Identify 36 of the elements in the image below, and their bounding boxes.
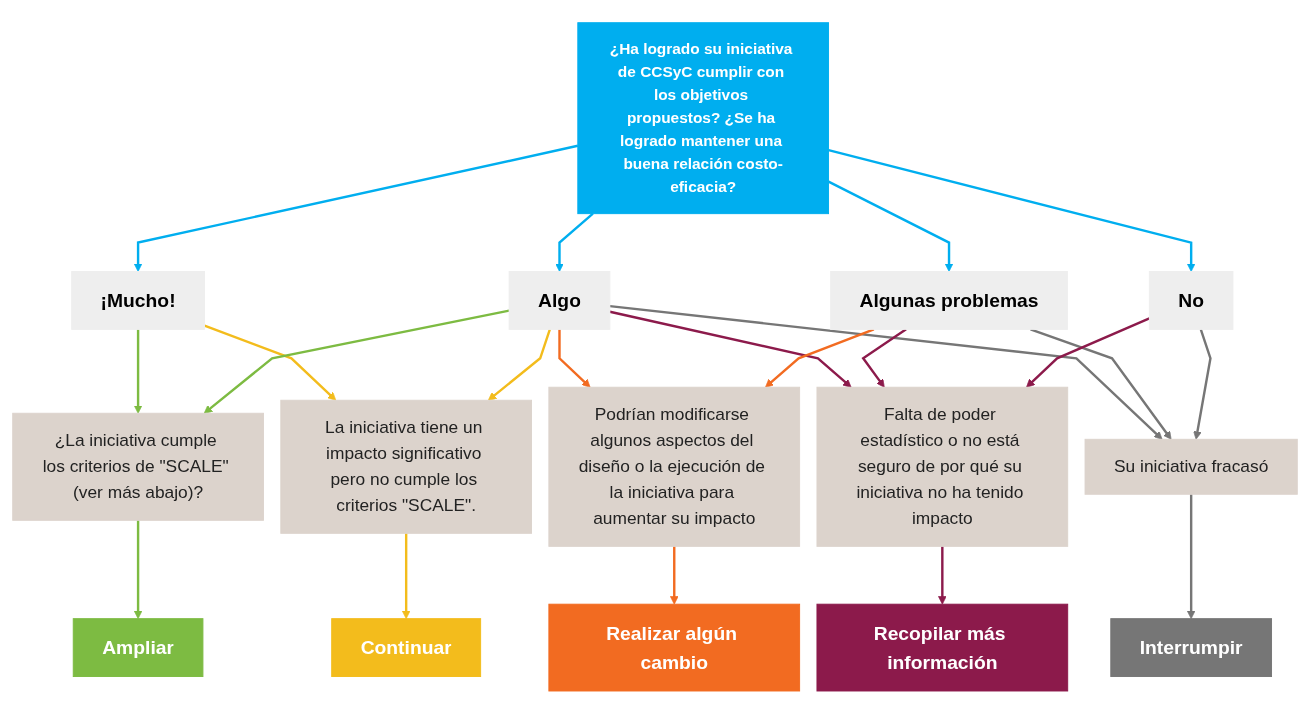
node-box: Continuar bbox=[330, 618, 481, 678]
arrow bbox=[860, 328, 907, 388]
arrow bbox=[609, 305, 1162, 440]
arrow bbox=[937, 546, 947, 605]
arrow bbox=[764, 328, 874, 388]
arrow bbox=[401, 533, 410, 620]
arrow bbox=[827, 180, 953, 273]
node-box: ¿La iniciativa cumple los criterios de "SCALE" (ver más abajo)? bbox=[11, 412, 264, 521]
arrow bbox=[1192, 329, 1212, 440]
arrow bbox=[609, 310, 851, 388]
arrow bbox=[487, 329, 551, 401]
node-box: ¡Mucho! bbox=[70, 271, 205, 330]
arrow bbox=[554, 212, 594, 273]
node-box: Realizar algún cambio bbox=[547, 603, 800, 692]
node-box: Algunas problemas bbox=[829, 271, 1068, 330]
arrow bbox=[557, 329, 590, 388]
arrow bbox=[203, 309, 509, 414]
node-box: Su iniciativa fracasó bbox=[1084, 438, 1298, 495]
node-box: Interrumpir bbox=[1109, 618, 1272, 678]
node-box: Falta de poder estadístico o no está seguro de por qué su iniciativa no ha tenido impacto bbox=[816, 386, 1068, 547]
arrow bbox=[1025, 317, 1150, 388]
arrow bbox=[133, 520, 142, 620]
node-box: Recopilar más información bbox=[816, 603, 1068, 692]
arrow bbox=[203, 324, 336, 401]
node-box: Podrían modificarse algunos aspectos del diseño o la ejecución de la iniciativa para aumentar su impacto bbox=[547, 386, 800, 547]
arrow bbox=[1186, 494, 1195, 620]
node-box: La iniciativa tiene un impacto significativo pero no cumple los criterios "SCALE". bbox=[279, 399, 532, 534]
arrow bbox=[669, 546, 678, 605]
arrow bbox=[827, 149, 1195, 273]
node-box: Algo bbox=[508, 271, 610, 330]
arrow bbox=[133, 144, 578, 273]
node-box: ¿Ha logrado su iniciativa de CCSyC cumplir con los objetivos propuestos? ¿Se ha logrado mantener una buena relación costo-eficacia? bbox=[576, 22, 829, 215]
arrow bbox=[1029, 328, 1171, 440]
arrow bbox=[133, 329, 142, 414]
node-box: No bbox=[1148, 271, 1233, 330]
node-box: Ampliar bbox=[72, 618, 203, 678]
